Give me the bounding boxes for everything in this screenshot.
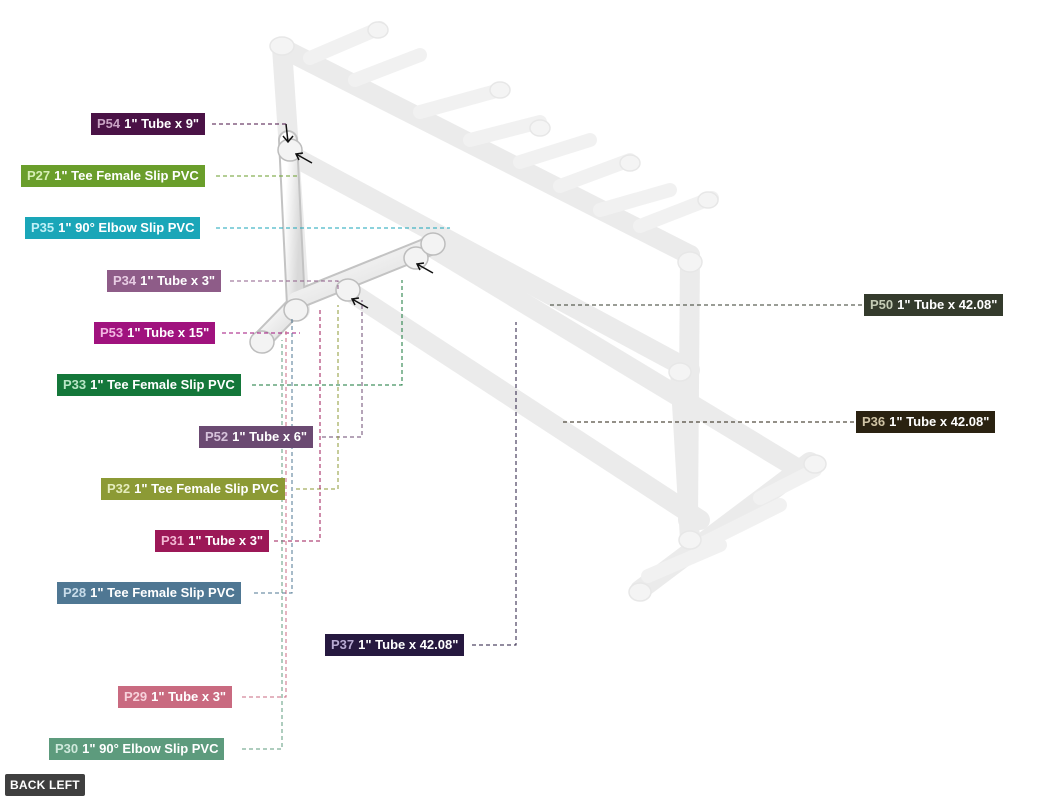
part-description: 1" Tube x 9" (124, 116, 200, 131)
part-description: 1" Tee Female Slip PVC (54, 168, 199, 183)
part-description: 1" Tee Female Slip PVC (134, 481, 279, 496)
part-id: P54 (97, 116, 121, 131)
part-description: 1" 90° Elbow Slip PVC (82, 741, 219, 756)
part-description: 1" Tube x 42.08" (889, 414, 990, 429)
ghost-frame (269, 21, 827, 602)
part-id: P32 (107, 481, 131, 496)
part-id: P31 (161, 533, 185, 548)
part-id: P50 (870, 297, 894, 312)
part-id: P27 (27, 168, 51, 183)
part-id: P30 (55, 741, 79, 756)
part-description: 1" Tube x 3" (151, 689, 227, 704)
highlighted-assembly (249, 130, 446, 354)
part-id: P34 (113, 273, 137, 288)
part-description: 1" Tube x 3" (188, 533, 264, 548)
part-description: 1" Tube x 6" (232, 429, 308, 444)
part-description: 1" 90° Elbow Slip PVC (58, 220, 195, 235)
view-back-left-button[interactable]: BACK LEFT (5, 774, 85, 796)
part-id: P29 (124, 689, 148, 704)
part-id: P37 (331, 637, 355, 652)
part-id: P36 (862, 414, 886, 429)
part-id: P52 (205, 429, 229, 444)
part-id: P28 (63, 585, 87, 600)
part-id: P53 (100, 325, 124, 340)
part-description: 1" Tube x 3" (140, 273, 216, 288)
leader-lines (212, 123, 862, 750)
part-description: 1" Tube x 42.08" (358, 637, 459, 652)
part-pointer-arrows (282, 123, 434, 309)
part-description: 1" Tube x 15" (127, 325, 210, 340)
part-description: 1" Tee Female Slip PVC (90, 377, 235, 392)
part-id: P33 (63, 377, 87, 392)
part-id: P35 (31, 220, 55, 235)
part-description: 1" Tee Female Slip PVC (90, 585, 235, 600)
part-description: 1" Tube x 42.08" (897, 297, 998, 312)
